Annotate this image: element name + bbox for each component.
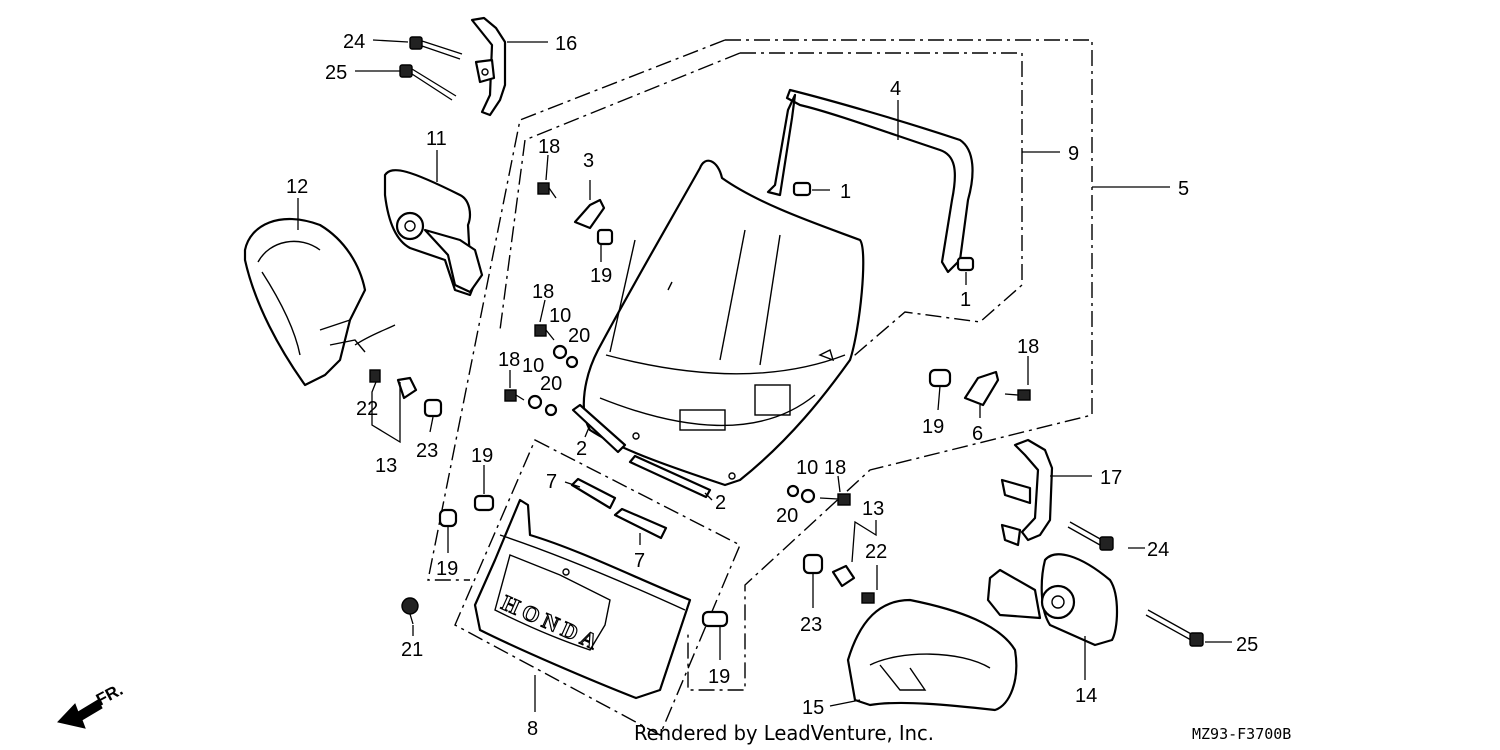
callout-13b: 13: [862, 498, 884, 520]
callout-18a: 18: [538, 136, 560, 158]
callout-20c: 20: [776, 505, 798, 527]
bolt-24-left: [409, 36, 463, 60]
callout-10b: 10: [522, 355, 544, 377]
callout-10c: 10: [796, 457, 818, 479]
callout-24b: 24: [1147, 539, 1169, 561]
callout-25b: 25: [1236, 634, 1258, 656]
callout-7a: 7: [546, 471, 557, 493]
callout-22a: 22: [356, 398, 378, 420]
callout-16: 16: [555, 33, 577, 55]
washer-20b: [544, 403, 558, 417]
callout-23b: 23: [800, 614, 822, 636]
bolt-24-right: [1067, 521, 1114, 551]
mirror-bracket-right: [1000, 438, 1054, 547]
lower-cowl: HONDA: [473, 498, 692, 700]
grommet-19b: [928, 368, 952, 388]
mirror-bracket-left: [470, 16, 507, 117]
assembly-outline-5: [427, 39, 1093, 691]
callout-21: 21: [401, 639, 423, 661]
bolt-25-right: [1145, 609, 1204, 647]
callout-20b: 20: [540, 373, 562, 395]
screw-22-left: [369, 369, 418, 400]
callout-9: 9: [1068, 143, 1079, 165]
callout-18c: 18: [498, 349, 520, 371]
washer-10a: [552, 344, 568, 360]
grommet-19a: [596, 228, 614, 246]
windscreen-seal: [766, 88, 974, 274]
callout-5: 5: [1178, 178, 1189, 200]
diagram-code: MZ93-F3700B: [1192, 725, 1291, 743]
callout-2b: 2: [715, 492, 726, 514]
callout-25a: 25: [325, 62, 347, 84]
nut-23-right: [802, 553, 824, 575]
callout-12: 12: [286, 176, 308, 198]
callout-22b: 22: [865, 541, 887, 563]
bolt-25-left: [399, 64, 457, 101]
screw-21: [401, 597, 419, 625]
trim-strip-2a: [571, 403, 627, 454]
callout-10a: 10: [549, 305, 571, 327]
bracket-3: [573, 198, 606, 230]
screw-22-right: [831, 564, 875, 604]
callout-19d: 19: [436, 558, 458, 580]
callout-17: 17: [1100, 467, 1122, 489]
front-direction-arrow: FR.: [57, 680, 126, 729]
bolt-18e: [819, 493, 851, 506]
callout-1a: 1: [840, 181, 851, 203]
callout-19e: 19: [708, 666, 730, 688]
windscreen: [582, 159, 865, 487]
nut-23-left: [423, 398, 443, 418]
bolt-18c: [504, 389, 525, 402]
callout-18e: 18: [824, 457, 846, 479]
footer-credit: Rendered by LeadVenture, Inc.: [634, 721, 934, 745]
assembly-outline-9: [499, 52, 1023, 386]
washer-10b: [527, 394, 543, 410]
grommet-19d: [438, 508, 458, 528]
callout-18d: 18: [1017, 336, 1039, 358]
grommet-19e: [701, 610, 729, 628]
washer-20a: [565, 355, 579, 369]
mirror-housing-left: [243, 217, 396, 387]
callout-19a: 19: [590, 265, 612, 287]
grommet-19c: [473, 494, 495, 512]
bolt-18d: [1004, 389, 1031, 401]
callout-19c: 19: [471, 445, 493, 467]
callout-11: 11: [426, 128, 447, 150]
bracket-6: [963, 370, 1000, 407]
callout-6: 6: [972, 423, 983, 445]
callout-20a: 20: [568, 325, 590, 347]
callout-19b: 19: [922, 416, 944, 438]
callout-24a: 24: [343, 31, 365, 53]
clip-1b: [956, 256, 975, 272]
washer-10c: [800, 488, 816, 504]
mirror-right: [986, 553, 1119, 647]
callout-2a: 2: [576, 438, 587, 460]
trim-strip-2b: [628, 454, 712, 499]
callout-4: 4: [890, 78, 901, 100]
bolt-18a: [537, 182, 557, 199]
mirror-left: [383, 169, 484, 297]
leader-lines: [297, 39, 1232, 712]
clip-1a: [792, 181, 812, 197]
callout-7b: 7: [634, 550, 645, 572]
grille-7a: [570, 477, 617, 510]
mirror-housing-right: [846, 598, 1018, 712]
callout-1b: 1: [960, 289, 971, 311]
grille-7b: [613, 507, 668, 540]
assembly-outline-8: [454, 439, 741, 736]
callout-23a: 23: [416, 440, 438, 462]
callout-15: 15: [802, 697, 824, 719]
callout-18b: 18: [532, 281, 554, 303]
callout-13a: 13: [375, 455, 397, 477]
callout-3: 3: [583, 150, 594, 172]
washer-20c: [786, 484, 800, 498]
callout-8: 8: [527, 718, 538, 740]
bolt-18b: [534, 324, 555, 341]
callouts: 1 1 2 2 3 4 5 6 7 7 8 9 10 10 10 11 12 1…: [286, 31, 1258, 740]
callout-14: 14: [1075, 685, 1097, 707]
